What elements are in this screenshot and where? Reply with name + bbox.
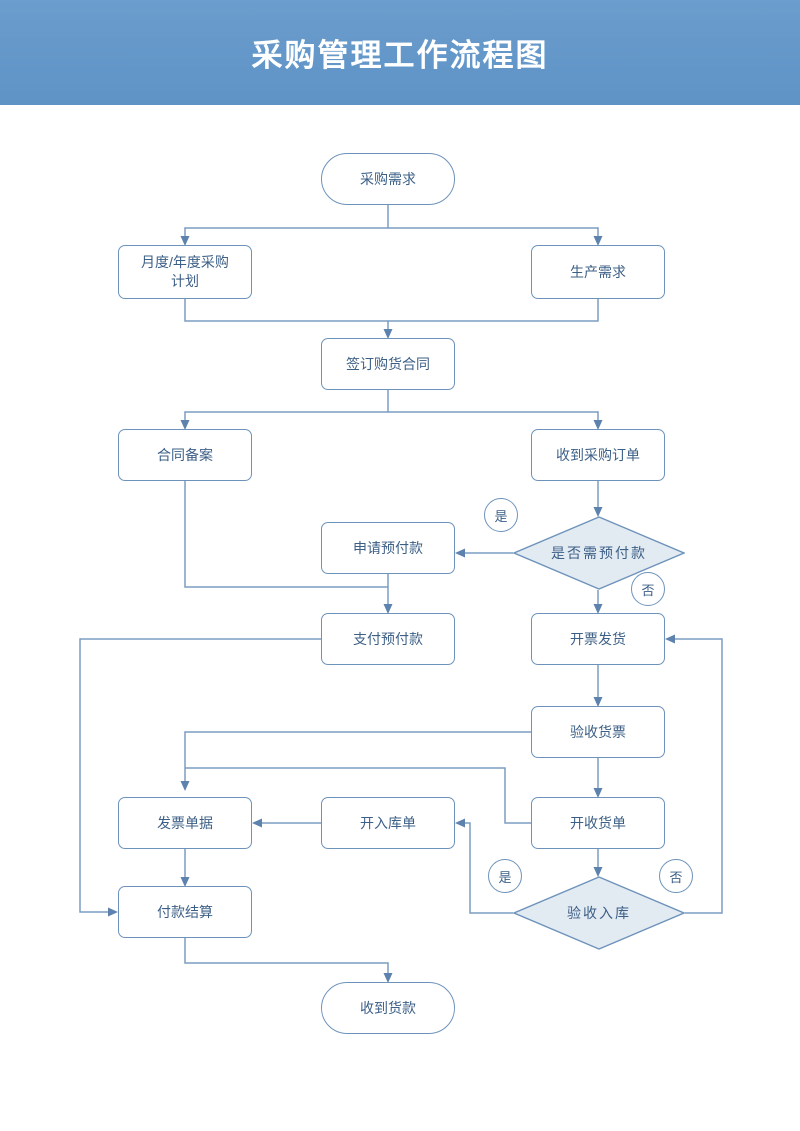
branch-label-text: 是 <box>498 869 512 885</box>
node-label: 开入库单 <box>360 814 416 831</box>
node-label: 验收入库 <box>567 904 631 921</box>
node-inspect-goods-invoice[interactable]: 验收货票 <box>531 706 665 758</box>
node-label: 验收货票 <box>570 723 626 740</box>
node-invoice-documents[interactable]: 发票单据 <box>118 797 252 849</box>
node-apply-prepayment[interactable]: 申请预付款 <box>321 522 455 574</box>
edge-n4-split <box>184 390 389 422</box>
node-monthly-annual-plan[interactable]: 月度/年度采购 计划 <box>118 245 252 299</box>
node-label: 采购需求 <box>360 170 416 187</box>
branch-label-prepayment-no: 否 <box>631 572 665 606</box>
node-invoice-and-ship[interactable]: 开票发货 <box>531 613 665 665</box>
edge-n15-to-n17 <box>184 938 389 975</box>
node-sign-purchase-contract[interactable]: 签订购货合同 <box>321 338 455 390</box>
node-label: 付款结算 <box>157 903 213 920</box>
arrow-into-n15-left <box>108 907 118 917</box>
arrow-into-n8 <box>455 548 465 558</box>
node-payment-received[interactable]: 收到货款 <box>321 982 455 1034</box>
branch-label-text: 是 <box>494 508 508 524</box>
page-title: 采购管理工作流程图 <box>251 38 549 73</box>
node-label: 开收货单 <box>570 814 626 831</box>
node-production-requirement[interactable]: 生产需求 <box>531 245 665 299</box>
diamond-shape <box>513 876 685 950</box>
arrow-into-n14-right <box>252 818 262 828</box>
node-decision-acceptance-storage[interactable]: 验收入库 <box>513 876 685 950</box>
node-label: 收到货款 <box>360 999 416 1016</box>
edge-n9-to-n15 <box>79 638 321 913</box>
node-decision-need-prepayment[interactable]: 是否需预付款 <box>513 516 685 590</box>
arrow-into-n10-right <box>665 634 675 644</box>
node-purchase-requirement[interactable]: 采购需求 <box>321 153 455 205</box>
node-label: 签订购货合同 <box>346 355 430 372</box>
arrow-into-n14-top <box>180 781 190 791</box>
node-pay-prepayment[interactable]: 支付预付款 <box>321 613 455 665</box>
node-contract-filing[interactable]: 合同备案 <box>118 429 252 481</box>
branch-label-text: 否 <box>641 582 655 598</box>
node-label: 合同备案 <box>157 446 213 463</box>
node-label: 发票单据 <box>157 814 213 831</box>
header-band <box>0 0 800 105</box>
edge-n3-to-n4 <box>388 299 599 322</box>
edge-n11-to-n14 <box>184 731 531 783</box>
diamond-shape <box>513 516 685 590</box>
node-label: 是否需预付款 <box>551 544 647 561</box>
branch-label-text: 否 <box>669 869 683 885</box>
branch-label-storage-yes: 是 <box>488 859 522 893</box>
branch-label-prepayment-yes: 是 <box>484 498 518 532</box>
edge-n1-split <box>184 205 389 238</box>
edge-n4-split-right <box>388 411 599 422</box>
node-label: 支付预付款 <box>353 630 423 647</box>
branch-label-storage-no: 否 <box>659 859 693 893</box>
node-receive-purchase-order[interactable]: 收到采购订单 <box>531 429 665 481</box>
node-label: 收到采购订单 <box>556 446 640 463</box>
edge-n2-to-n4 <box>184 299 389 331</box>
edge-n1-split-right <box>388 227 599 238</box>
node-payment-settlement[interactable]: 付款结算 <box>118 886 252 938</box>
node-label: 月度/年度采购 计划 <box>141 254 229 289</box>
node-issue-receipt-note[interactable]: 开收货单 <box>531 797 665 849</box>
node-issue-warehouse-entry[interactable]: 开入库单 <box>321 797 455 849</box>
arrow-into-n13 <box>455 818 465 828</box>
node-label: 开票发货 <box>570 630 626 647</box>
node-label: 申请预付款 <box>353 539 423 556</box>
node-label: 生产需求 <box>570 263 626 280</box>
